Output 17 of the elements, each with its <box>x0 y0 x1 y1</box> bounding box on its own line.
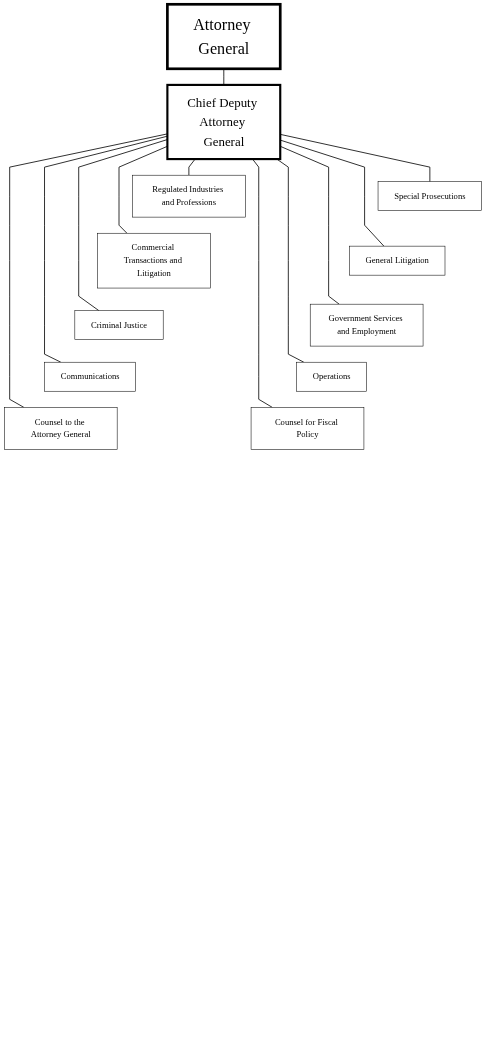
connector <box>78 139 168 312</box>
node-box: Operations <box>296 361 367 392</box>
node-box: General Litigation <box>349 245 446 276</box>
node-box: Special Prosecutions <box>377 181 482 211</box>
node-box: Counsel to the Attorney General <box>4 407 118 450</box>
node-box: Commercial Transactions and Litigation <box>97 232 211 289</box>
node-box: Counsel for Fiscal Policy <box>250 407 365 450</box>
node-box: Regulated Industries and Professions <box>132 174 246 218</box>
connector <box>276 158 305 363</box>
node-box: Criminal Justice <box>74 310 164 340</box>
node-box: Attorney General <box>166 2 282 71</box>
connector <box>9 133 168 408</box>
node-box: Communications <box>44 361 136 392</box>
node-box: Chief Deputy Attorney General <box>166 83 282 161</box>
connector <box>118 145 168 234</box>
node-box: Government Services and Employment <box>309 303 424 347</box>
connector <box>44 135 168 363</box>
